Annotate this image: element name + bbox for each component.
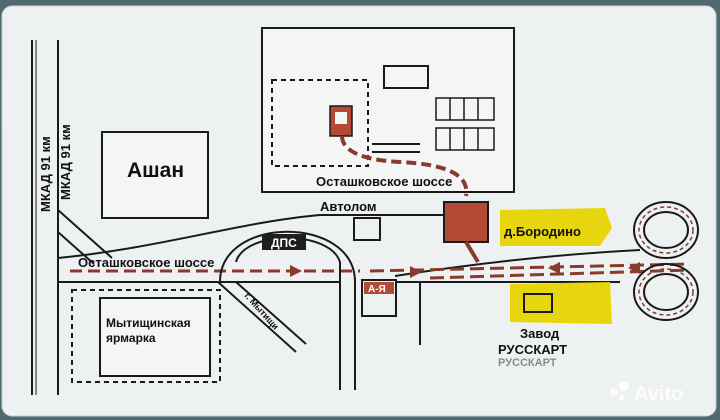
complex-route [340,135,469,197]
dps-label: ДПС [271,236,297,250]
avtolom-building [353,217,381,241]
diagonal-road [57,209,113,265]
factory-area [510,282,612,324]
a-ya-outline [361,279,397,317]
avtolom-label: Автолом [320,199,377,214]
a-ya-label: А-Я [368,284,386,295]
avito-watermark: Avito [610,381,683,405]
complex-gate-lines [372,143,420,153]
zavod-label: Завод [520,326,560,341]
factory-building [523,293,553,313]
route-arrows [290,262,640,278]
borodino-area [500,208,612,246]
market-dashed-border [71,289,221,383]
complex-red-building-window [335,112,347,124]
mkad-label-2: МКАД 91 км [58,124,73,200]
mytishchi-road [217,281,307,353]
market-building [99,297,211,377]
highway-ostashkovskoe [57,214,641,283]
borodino-label: д.Бородино [504,224,581,239]
interchange [633,201,699,321]
mkad-road [31,40,59,395]
target-building [443,201,489,243]
complex-dashed-zone [271,79,369,167]
dps-box [262,234,306,250]
ashan-building [101,131,209,219]
highway-label-top: Осташковское шоссе [316,174,452,189]
complex-small-box [383,65,429,89]
russkart-label: РУССКАРТ [498,342,567,357]
market-label-1: Мытищинская [106,316,191,330]
russkart-ghost-label: РУССКАРТ [498,357,557,369]
target-route-link [464,240,480,264]
highway-label-left: Осташковское шоссе [78,255,214,270]
mkad-label-1: МКАД 91 км [38,136,53,212]
avito-watermark-text: Avito [634,383,683,405]
a-ya-box [364,282,394,294]
ashan-label: Ашан [127,159,184,182]
market-label-2: ярмарка [106,331,156,345]
complex-garages [435,97,495,151]
